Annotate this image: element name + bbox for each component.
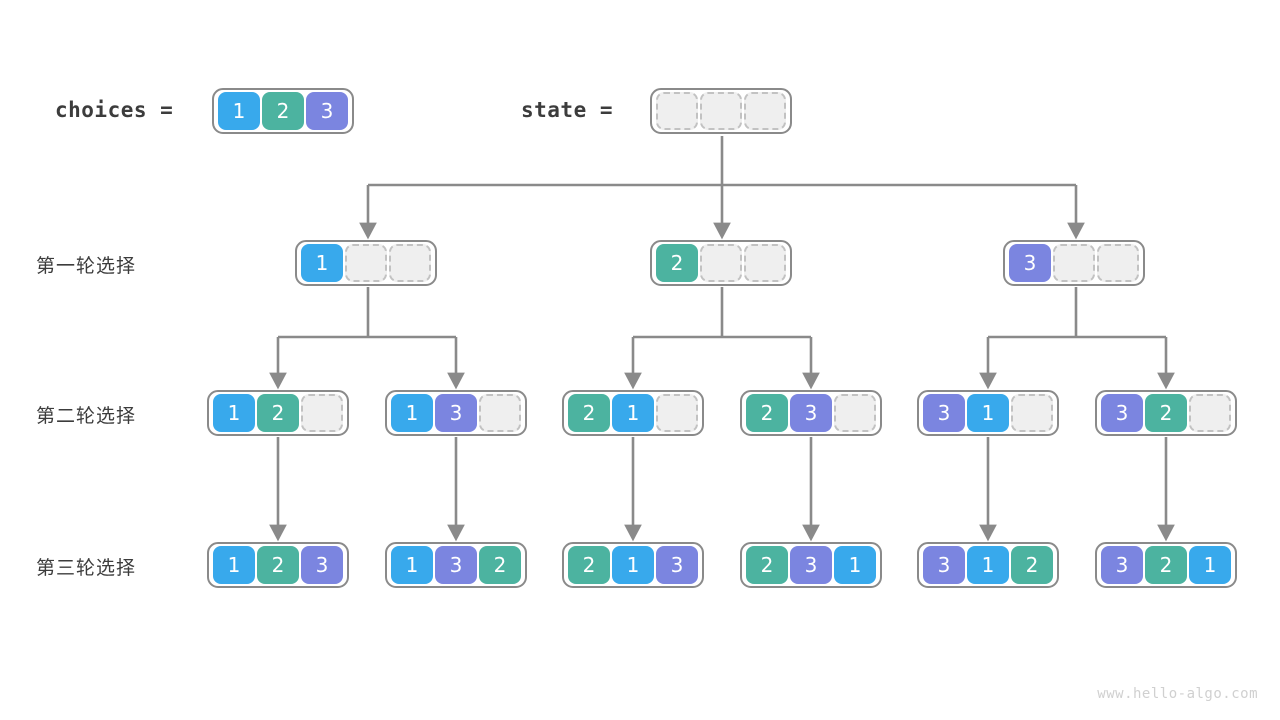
r2n2-cell-0: 1 [391,394,433,432]
choices-cell-2: 3 [306,92,348,130]
state-node-round-1-2: 2 [650,240,792,286]
r2n3-cell-0: 2 [568,394,610,432]
state-cell-1-empty [700,92,742,130]
row-label-round-3: 第三轮选择 [36,558,137,579]
r1n1-cell-2-empty [389,244,431,282]
r3n1-cell-2: 3 [301,546,343,584]
r3n5-cell-0: 3 [923,546,965,584]
r3n4-cell-0: 2 [746,546,788,584]
r3n6-cell-1: 2 [1145,546,1187,584]
r1n2-cell-1-empty [700,244,742,282]
r2n4-cell-2-empty [834,394,876,432]
r2n3-cell-2-empty [656,394,698,432]
r1n3-cell-0: 3 [1009,244,1051,282]
r3n2-cell-1: 3 [435,546,477,584]
r2n4-cell-0: 2 [746,394,788,432]
r2n6-cell-0: 3 [1101,394,1143,432]
choices-label: choices = [55,98,174,122]
r2n2-cell-1: 3 [435,394,477,432]
r3n4-cell-1: 3 [790,546,832,584]
row-label-round-2: 第二轮选择 [36,406,137,427]
r3n3-cell-1: 1 [612,546,654,584]
r3n5-cell-1: 1 [967,546,1009,584]
r3n6-cell-0: 3 [1101,546,1143,584]
state-node-round-1-1: 1 [295,240,437,286]
r1n2-cell-0: 2 [656,244,698,282]
state-array [650,88,792,134]
watermark: www.hello-algo.com [1097,686,1258,702]
r1n3-cell-1-empty [1053,244,1095,282]
r3n3-cell-2: 3 [656,546,698,584]
r2n1-cell-0: 1 [213,394,255,432]
r3n6-cell-2: 1 [1189,546,1231,584]
state-label: state = [521,98,614,122]
r3n4-cell-2: 1 [834,546,876,584]
r1n1-cell-1-empty [345,244,387,282]
r3n1-cell-0: 1 [213,546,255,584]
r2n6-cell-1: 2 [1145,394,1187,432]
r2n4-cell-1: 3 [790,394,832,432]
choices-cell-0: 1 [218,92,260,130]
r3n3-cell-0: 2 [568,546,610,584]
r1n3-cell-2-empty [1097,244,1139,282]
r2n5-cell-0: 3 [923,394,965,432]
state-node-round-1-3: 3 [1003,240,1145,286]
r2n1-cell-1: 2 [257,394,299,432]
r1n2-cell-2-empty [744,244,786,282]
r3n2-cell-0: 1 [391,546,433,584]
r2n1-cell-2-empty [301,394,343,432]
r2n5-cell-1: 1 [967,394,1009,432]
r2n2-cell-2-empty [479,394,521,432]
state-cell-0-empty [656,92,698,130]
r1n1-cell-0: 1 [301,244,343,282]
r3n5-cell-2: 2 [1011,546,1053,584]
r3n1-cell-1: 2 [257,546,299,584]
r2n3-cell-1: 1 [612,394,654,432]
r3n2-cell-2: 2 [479,546,521,584]
choices-cell-1: 2 [262,92,304,130]
state-cell-2-empty [744,92,786,130]
r2n6-cell-2-empty [1189,394,1231,432]
row-label-round-1: 第一轮选择 [36,256,137,277]
r2n5-cell-2-empty [1011,394,1053,432]
